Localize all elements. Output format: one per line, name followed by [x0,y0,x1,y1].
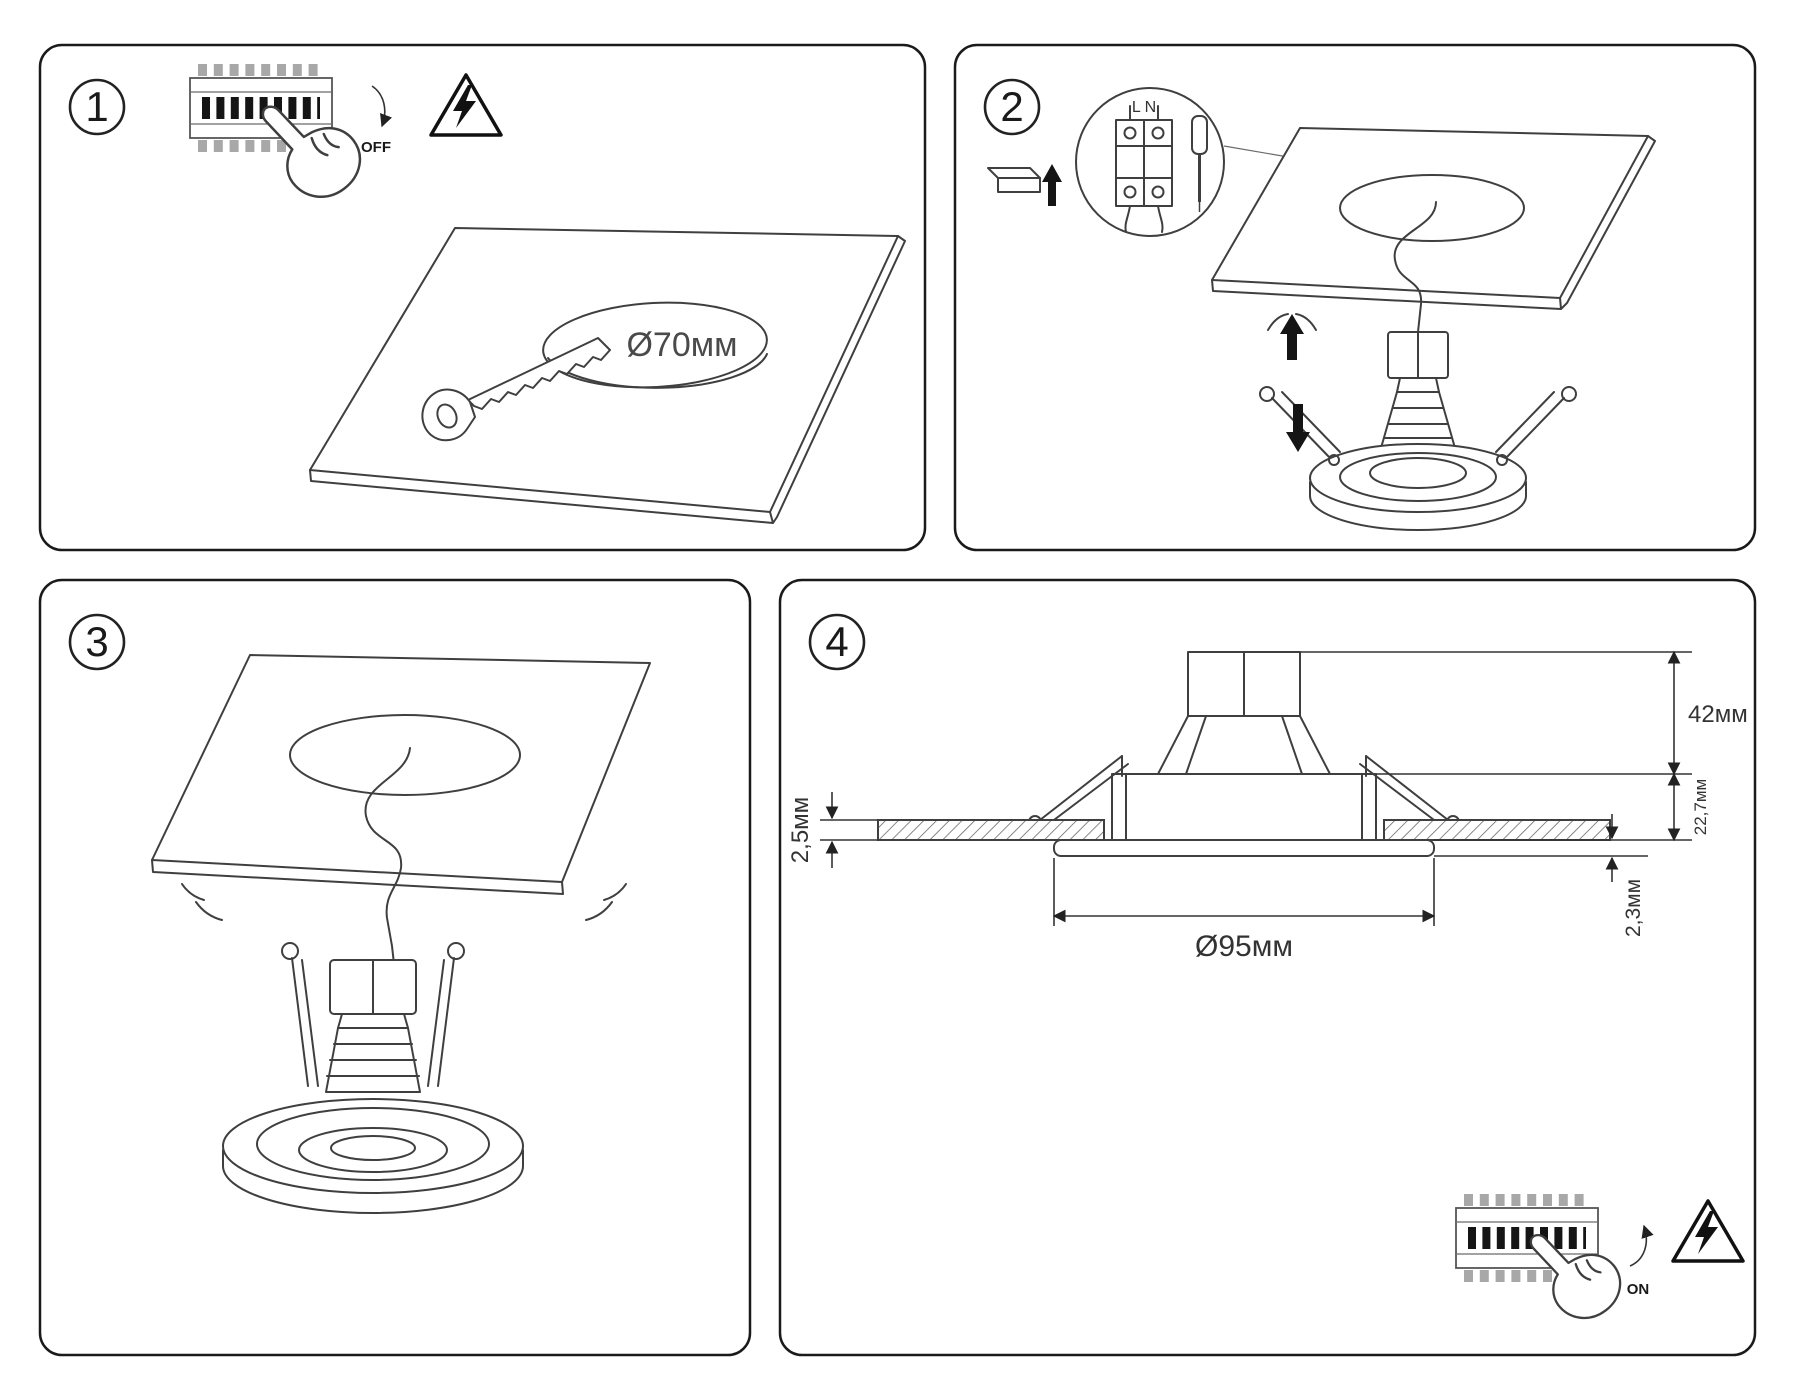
step-1-badge [68,78,126,136]
dimension-ceiling-thickness: 2,5мм [787,792,878,868]
step-2-number: 2 [1000,83,1023,130]
wiring-detail-balloon: L N [1075,87,1300,237]
step-2-panel: 2 L N [953,43,1757,552]
switch-off-arrow [371,85,393,128]
cable-clamp-icon [987,164,1062,206]
ceiling-thickness-label: 2,5мм [787,797,814,863]
terminal-block-icon [1115,105,1173,233]
step-1-panel: 1 OFF Ø70мм [38,43,927,552]
spring-clip-left [281,942,319,1087]
cut-hole [1339,174,1525,242]
downlight-assembly [222,942,524,1214]
twist-marks [1267,313,1317,331]
hole-diameter-label: Ø70мм [626,326,737,364]
step-3-badge [68,613,126,671]
height-above-label: 42мм [1688,701,1748,728]
cross-section-drawing [877,651,1611,857]
step-4-badge [808,613,866,671]
balloon-leader-line [1223,145,1295,159]
ceiling-panel [151,654,651,895]
step-4-panel: 4 [778,578,1757,1357]
dimension-diameter: Ø95мм [1052,858,1436,963]
recess-depth-label: 22,7мм [1691,779,1710,835]
dimension-height-above: 42мм [1300,650,1748,776]
motion-marks-right [585,883,627,921]
step-3-panel: 3 [38,578,752,1357]
step-1-number: 1 [85,83,108,130]
on-label: ON [1627,1281,1650,1298]
trim-flange [1053,839,1435,857]
keyhole-saw-icon [421,337,611,442]
push-up-arrow [1042,164,1062,206]
diameter-label: Ø95мм [1195,930,1293,963]
cut-hole [289,714,521,796]
step-2-badge [983,78,1041,136]
ceiling-panel [309,227,906,524]
trim-ring [222,1098,524,1194]
motion-marks-left [181,883,223,921]
insert-down-arrow [1286,404,1310,452]
ceiling-slab-left [877,819,1105,841]
spring-clip-right [1495,386,1577,466]
switch-on-arrow [1629,1224,1654,1267]
insert-up-arrow [1280,314,1304,360]
step-3-number: 3 [85,618,108,665]
housing [1111,773,1377,843]
trim-thickness-label: 2,3мм [1622,879,1645,937]
step-4-number: 4 [825,618,848,665]
dimension-trim-thickness: 2,3мм [1434,814,1648,937]
dimension-recess-depth: 22,7мм [1434,772,1710,842]
ceiling-slab-right [1383,819,1611,841]
supply-wire [1393,201,1437,333]
ceiling-panel [1211,127,1656,310]
off-label: OFF [361,139,391,156]
supply-wire [364,747,411,965]
lamp-assembly [1259,331,1577,531]
terminal-ln-label: L N [1132,99,1156,116]
screwdriver-icon [1191,115,1208,212]
spring-clip-right [427,942,465,1087]
